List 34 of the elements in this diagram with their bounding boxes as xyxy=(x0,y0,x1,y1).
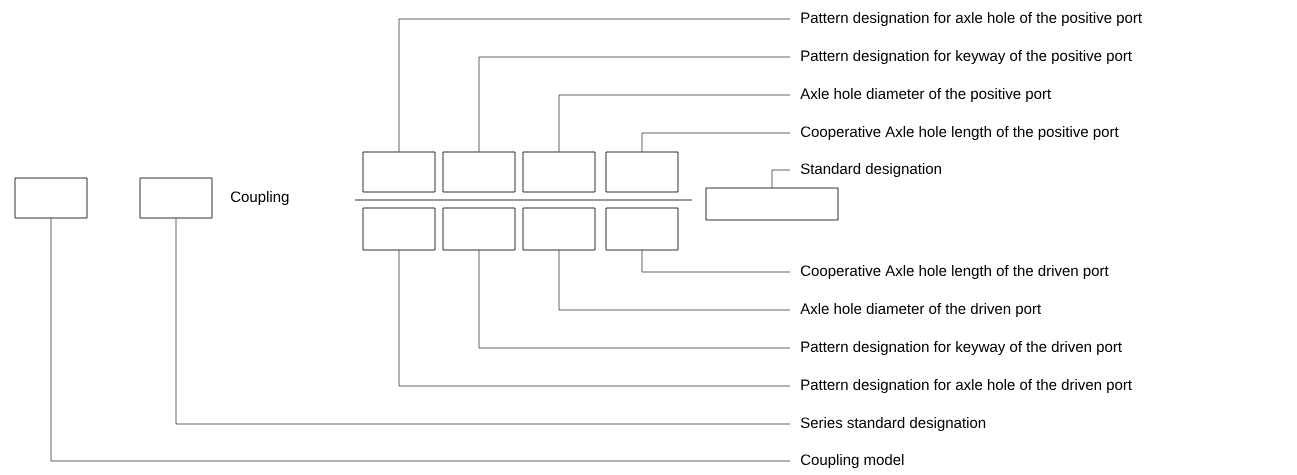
leader-text: Axle hole diameter of the driven port xyxy=(800,303,1041,317)
leader-text: Series standard designation xyxy=(800,417,986,431)
leader-line xyxy=(478,56,791,152)
leader-line xyxy=(50,218,791,462)
leader-text: Coupling model xyxy=(801,454,904,468)
leader-text: Cooperative Axle hole length of the driven port xyxy=(801,265,1109,279)
code-box xyxy=(605,207,679,251)
leader-text: Pattern designation for axle hole of the driven port xyxy=(801,379,1132,393)
leader-text: Cooperative Axle hole length of the positive port xyxy=(801,126,1119,140)
leader-line xyxy=(641,250,791,273)
leader-text: Standard designation xyxy=(800,163,941,177)
code-box xyxy=(522,207,596,251)
leader-line xyxy=(641,132,791,152)
leader-text: Axle hole diameter of the positive port xyxy=(800,88,1051,102)
code-box xyxy=(705,187,839,221)
leader-text: Pattern designation for keyway of the positive port xyxy=(801,50,1132,64)
leader-line xyxy=(558,250,791,311)
leader-text: Pattern designation for axle hole of the positive port xyxy=(801,12,1142,26)
code-box xyxy=(362,151,436,193)
code-box xyxy=(14,177,88,219)
code-box xyxy=(362,207,436,251)
part-label: Coupling xyxy=(231,191,289,205)
leader-text: Pattern designation for keyway of the driven port xyxy=(801,341,1122,355)
leader-line xyxy=(558,94,791,152)
code-box xyxy=(522,151,596,193)
code-box xyxy=(442,207,516,251)
leader-line xyxy=(398,18,791,152)
code-box xyxy=(442,151,516,193)
leader-line xyxy=(478,250,791,349)
leader-line xyxy=(175,218,791,425)
leader-line xyxy=(771,169,791,188)
leader-line xyxy=(398,250,791,387)
code-box xyxy=(139,177,213,219)
code-box xyxy=(605,151,679,193)
